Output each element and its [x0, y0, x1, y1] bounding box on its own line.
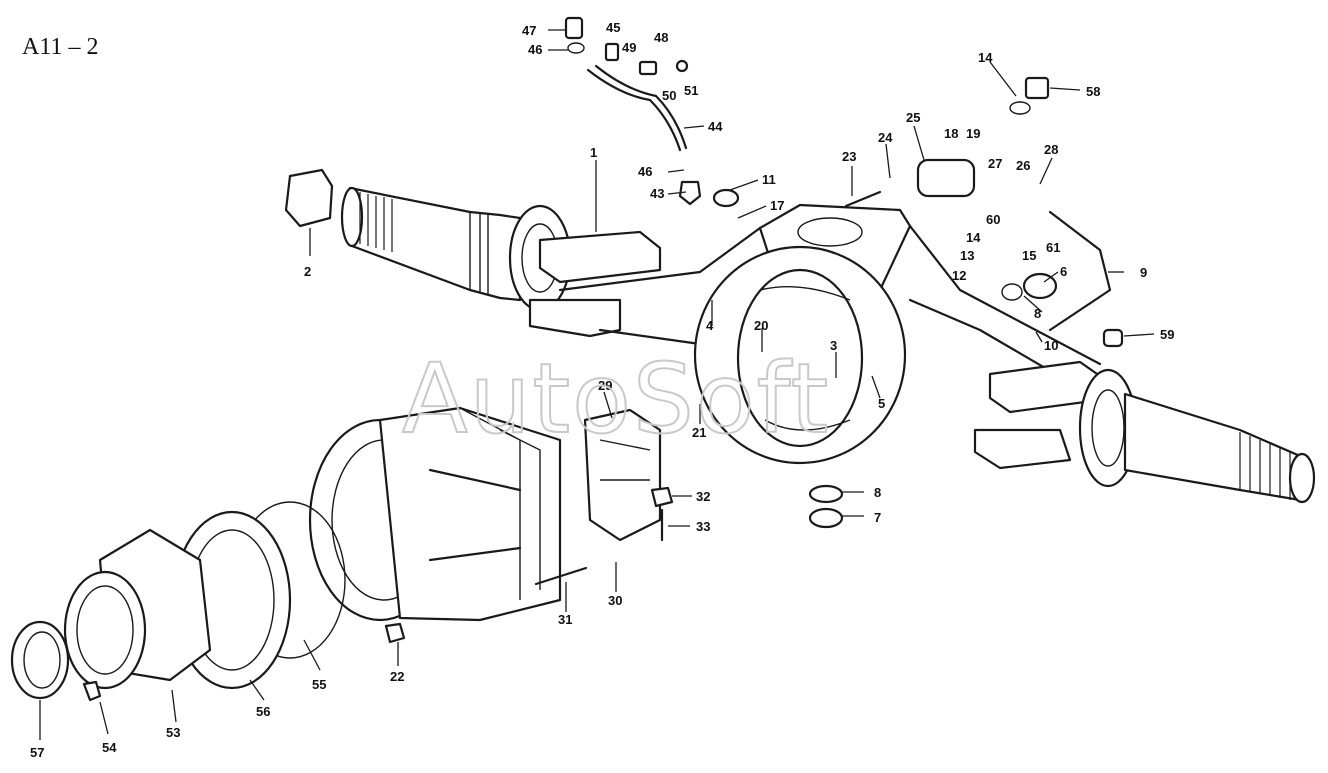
callout-59: 59	[1160, 327, 1174, 342]
callout-6: 6	[1060, 264, 1067, 279]
callout-46-lower: 46	[638, 164, 652, 179]
callout-47: 47	[522, 23, 536, 38]
callout-15: 15	[1022, 248, 1036, 263]
callout-58: 58	[1086, 84, 1100, 99]
callout-24: 24	[878, 130, 893, 145]
callout-2: 2	[304, 264, 311, 279]
diagram-title: A11 – 2	[22, 34, 98, 60]
callout-45: 45	[606, 20, 620, 35]
callout-22: 22	[390, 669, 404, 684]
small-parts	[284, 16, 1124, 644]
callout-32: 32	[696, 489, 710, 504]
callout-14-lower: 14	[966, 230, 981, 245]
callout-5: 5	[878, 396, 885, 411]
callout-53: 53	[166, 725, 180, 740]
callout-13: 13	[960, 248, 974, 263]
callout-7: 7	[874, 510, 881, 525]
callout-30: 30	[608, 593, 622, 608]
callout-60: 60	[986, 212, 1000, 227]
callout-29: 29	[598, 378, 612, 393]
callout-27: 27	[988, 156, 1002, 171]
callout-14: 14	[978, 50, 993, 65]
callout-3: 3	[830, 338, 837, 353]
callout-56: 56	[256, 704, 270, 719]
callout-51: 51	[684, 83, 698, 98]
callout-10: 10	[1044, 338, 1058, 353]
callout-4: 4	[706, 318, 714, 333]
callout-20: 20	[754, 318, 768, 333]
callout-43: 43	[650, 186, 664, 201]
callout-21: 21	[692, 425, 706, 440]
callout-labels: 1 2 3 4 5 6 7 8 8 9 10 11 12 13 14 14 15…	[30, 20, 1174, 760]
callout-46-top: 46	[528, 42, 542, 57]
callout-31: 31	[558, 612, 572, 627]
callout-12: 12	[952, 268, 966, 283]
callout-48: 48	[654, 30, 668, 45]
callout-23: 23	[842, 149, 856, 164]
leader-lines	[39, 29, 1155, 740]
axle-housing	[340, 186, 1316, 504]
callout-61: 61	[1046, 240, 1060, 255]
cover-assembly	[10, 501, 346, 702]
callout-18: 18	[944, 126, 958, 141]
callout-9: 9	[1140, 265, 1147, 280]
callout-50: 50	[662, 88, 676, 103]
callout-25: 25	[906, 110, 920, 125]
differential-carrier	[308, 406, 662, 622]
callout-17: 17	[770, 198, 784, 213]
callout-49: 49	[622, 40, 636, 55]
callout-8: 8	[874, 485, 881, 500]
callout-57: 57	[30, 745, 44, 760]
callout-1: 1	[590, 145, 597, 160]
callout-44: 44	[708, 119, 723, 134]
callout-11: 11	[762, 172, 776, 187]
callout-28: 28	[1044, 142, 1058, 157]
watermark: AutoSoft	[402, 343, 830, 455]
callout-55: 55	[312, 677, 326, 692]
callout-54: 54	[102, 740, 117, 755]
callout-8-right: 8	[1034, 306, 1041, 321]
callout-19: 19	[966, 126, 980, 141]
callout-26: 26	[1016, 158, 1030, 173]
callout-33: 33	[696, 519, 710, 534]
